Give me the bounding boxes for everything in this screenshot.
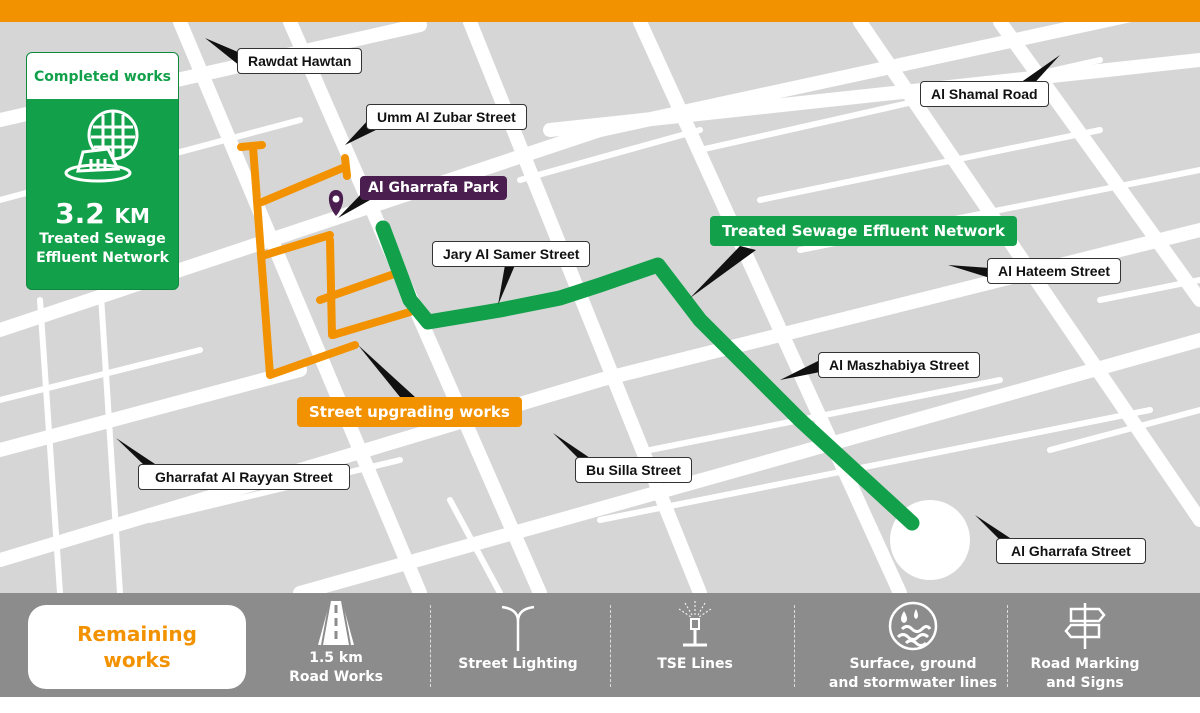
divider [610,605,611,687]
label-al-gharrafa-park: Al Gharrafa Park [360,176,507,200]
label-jary-al-samer-street: Jary Al Samer Street [432,241,591,267]
street-upgrading-lines [237,141,414,379]
street-lamp-icon [501,605,535,651]
divider [794,605,795,687]
park-pin-icon[interactable] [328,190,344,216]
water-drops-icon [888,601,938,651]
map[interactable] [0,22,1200,593]
manhole-grid-icon [64,109,138,183]
divider [1007,605,1008,687]
card-header: Completed works [27,53,178,99]
roads [0,22,1200,593]
label-bu-silla-street: Bu Silla Street [575,457,692,483]
callout-pointers [116,38,1060,540]
card-desc-line2: Effluent Network [36,250,169,266]
label-gharrafat-al-rayyan-street: Gharrafat Al Rayyan Street [138,464,350,490]
label-tse-network: Treated Sewage Effluent Network [710,216,1018,246]
card-desc-line1: Treated Sewage [39,231,166,247]
label-al-maszhabiya-street: Al Maszhabiya Street [818,352,981,378]
road-icon [318,601,354,645]
label-al-shamal-road: Al Shamal Road [920,81,1049,107]
divider [430,605,431,687]
completed-length: 3.2 KM [55,197,150,230]
label-street-upgrading-works: Street upgrading works [297,397,522,427]
label-rawdat-hawtan: Rawdat Hawtan [237,48,363,74]
remaining-item-tse-lines: TSE Lines [630,601,760,693]
signpost-icon [1064,603,1106,649]
label-al-gharrafa-street: Al Gharrafa Street [996,538,1146,564]
label-al-hateem-street: Al Hateem Street [987,258,1122,284]
remaining-item-street-lighting: Street Lighting [448,601,588,693]
sprinkler-icon [678,601,712,647]
completed-works-card: Completed works 3.2 KM Treated Sewage Ef… [26,52,179,290]
tse-network-line [375,220,920,531]
top-accent-bar [0,0,1200,22]
label-umm-al-zubar-street: Umm Al Zubar Street [366,104,527,130]
